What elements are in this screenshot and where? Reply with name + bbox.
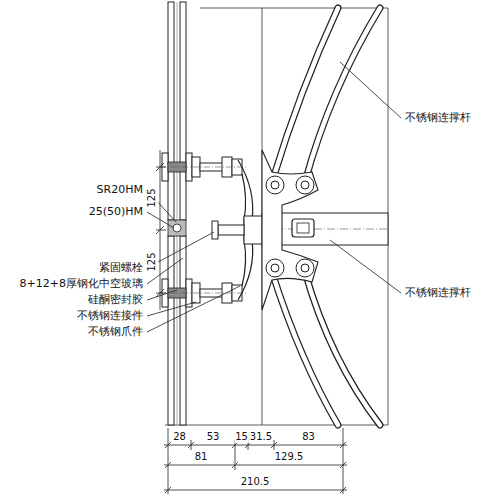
leader-line <box>330 240 401 293</box>
part-label: SR20HM <box>96 184 144 197</box>
leader-line <box>147 286 240 332</box>
dimension-value: 28 <box>172 431 187 443</box>
part-label: 硅酮密封胶 <box>87 294 144 307</box>
dimension-value: 125 <box>146 251 158 272</box>
leader-line <box>147 212 174 228</box>
part-label: 紧固螺栓 <box>98 262 144 275</box>
part-label: 不锈钢连撑杆 <box>404 287 472 300</box>
leader-line <box>147 290 177 300</box>
dimension-value: 129.5 <box>274 451 305 463</box>
dimension-value: 83 <box>301 431 316 443</box>
leader-line <box>147 302 196 316</box>
part-label: 不锈钢爪件 <box>87 326 144 339</box>
part-label: 8+12+8厚钢化中空玻璃 <box>19 278 144 291</box>
dimension-value: 81 <box>194 451 209 463</box>
dimension-value: 31.5 <box>249 431 273 443</box>
part-label: 不锈钢连撑杆 <box>404 112 472 125</box>
dimension-value: 15 <box>234 431 249 443</box>
part-label: 25(50)HM <box>88 206 144 219</box>
dimension-value: 125 <box>146 187 158 208</box>
dimension-value: 53 <box>206 431 221 443</box>
part-label: 不锈钢连接件 <box>76 310 144 323</box>
leader-line <box>340 62 401 118</box>
dimension-value: 210.5 <box>240 476 271 488</box>
